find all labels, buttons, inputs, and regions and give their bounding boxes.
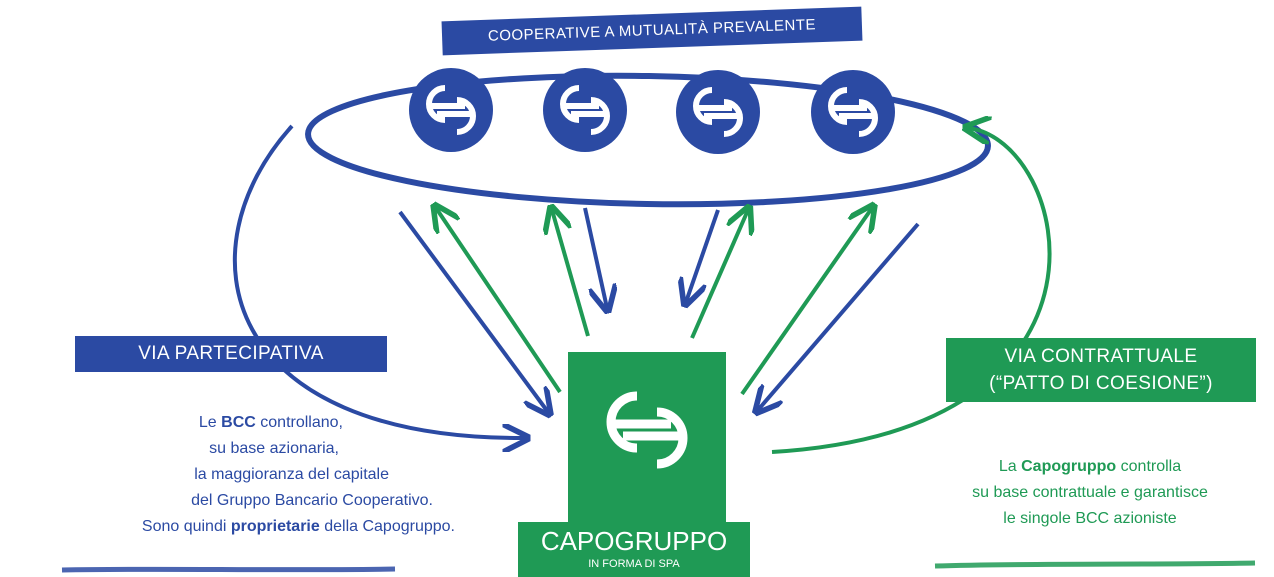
right-description: La Capogruppo controlla su base contratt… xyxy=(905,454,1274,532)
blue-arrow xyxy=(686,209,720,302)
right-banner-line2: (“PATTO DI COESIONE”) xyxy=(989,373,1213,394)
cooperatives-ellipse xyxy=(305,72,991,208)
green-arrow xyxy=(690,210,748,339)
capogruppo-logo-icon xyxy=(606,391,688,469)
right-underline xyxy=(934,560,1256,569)
green-arrow xyxy=(552,210,590,337)
left-text-line4: del Gruppo Bancario Cooperativo. xyxy=(191,492,433,509)
bcc-logo-icon xyxy=(676,70,760,154)
left-text-line3: la maggioranza del capitale xyxy=(194,466,389,483)
left-description: Le BCC controllano, su base azionaria, l… xyxy=(0,410,455,540)
right-banner: VIA CONTRATTUALE (“PATTO DI COESIONE”) xyxy=(946,338,1256,402)
bcc-logo-icon xyxy=(409,68,493,152)
left-banner-label: VIA PARTECIPATIVA xyxy=(138,343,324,364)
left-text-line1: Le BCC controllano, xyxy=(198,414,343,431)
blue-arrow xyxy=(758,222,920,410)
top-banner-label: COOPERATIVE A MUTUALITÀ PREVALENTE xyxy=(487,16,817,45)
right-text-line1: La Capogruppo controlla xyxy=(998,458,1182,475)
blue-arrow xyxy=(583,207,607,308)
left-underline xyxy=(61,566,396,573)
capogruppo-subtitle: IN FORMA DI SPA xyxy=(588,558,680,570)
left-banner: VIA PARTECIPATIVA xyxy=(75,336,387,372)
green-arrow xyxy=(740,208,872,396)
left-curved-arrow xyxy=(233,124,525,438)
left-text-line5: Sono quindi proprietarie della Capogrupp… xyxy=(141,518,455,535)
bcc-logo-icon xyxy=(811,70,895,154)
right-text-line2: su base contrattuale e garantisce xyxy=(972,484,1208,501)
left-text-line2: su base azionaria, xyxy=(209,440,339,457)
right-curved-arrow xyxy=(771,128,1052,454)
bcc-logo-icon xyxy=(543,68,627,152)
right-text-line3: le singole BCC azioniste xyxy=(1003,510,1177,527)
blue-arrow xyxy=(398,210,548,412)
right-banner-line1: VIA CONTRATTUALE xyxy=(1004,346,1198,367)
green-arrow xyxy=(436,208,562,394)
capogruppo-label-box: CAPOGRUPPO IN FORMA DI SPA xyxy=(518,522,750,577)
capogruppo-title: CAPOGRUPPO xyxy=(540,526,728,556)
